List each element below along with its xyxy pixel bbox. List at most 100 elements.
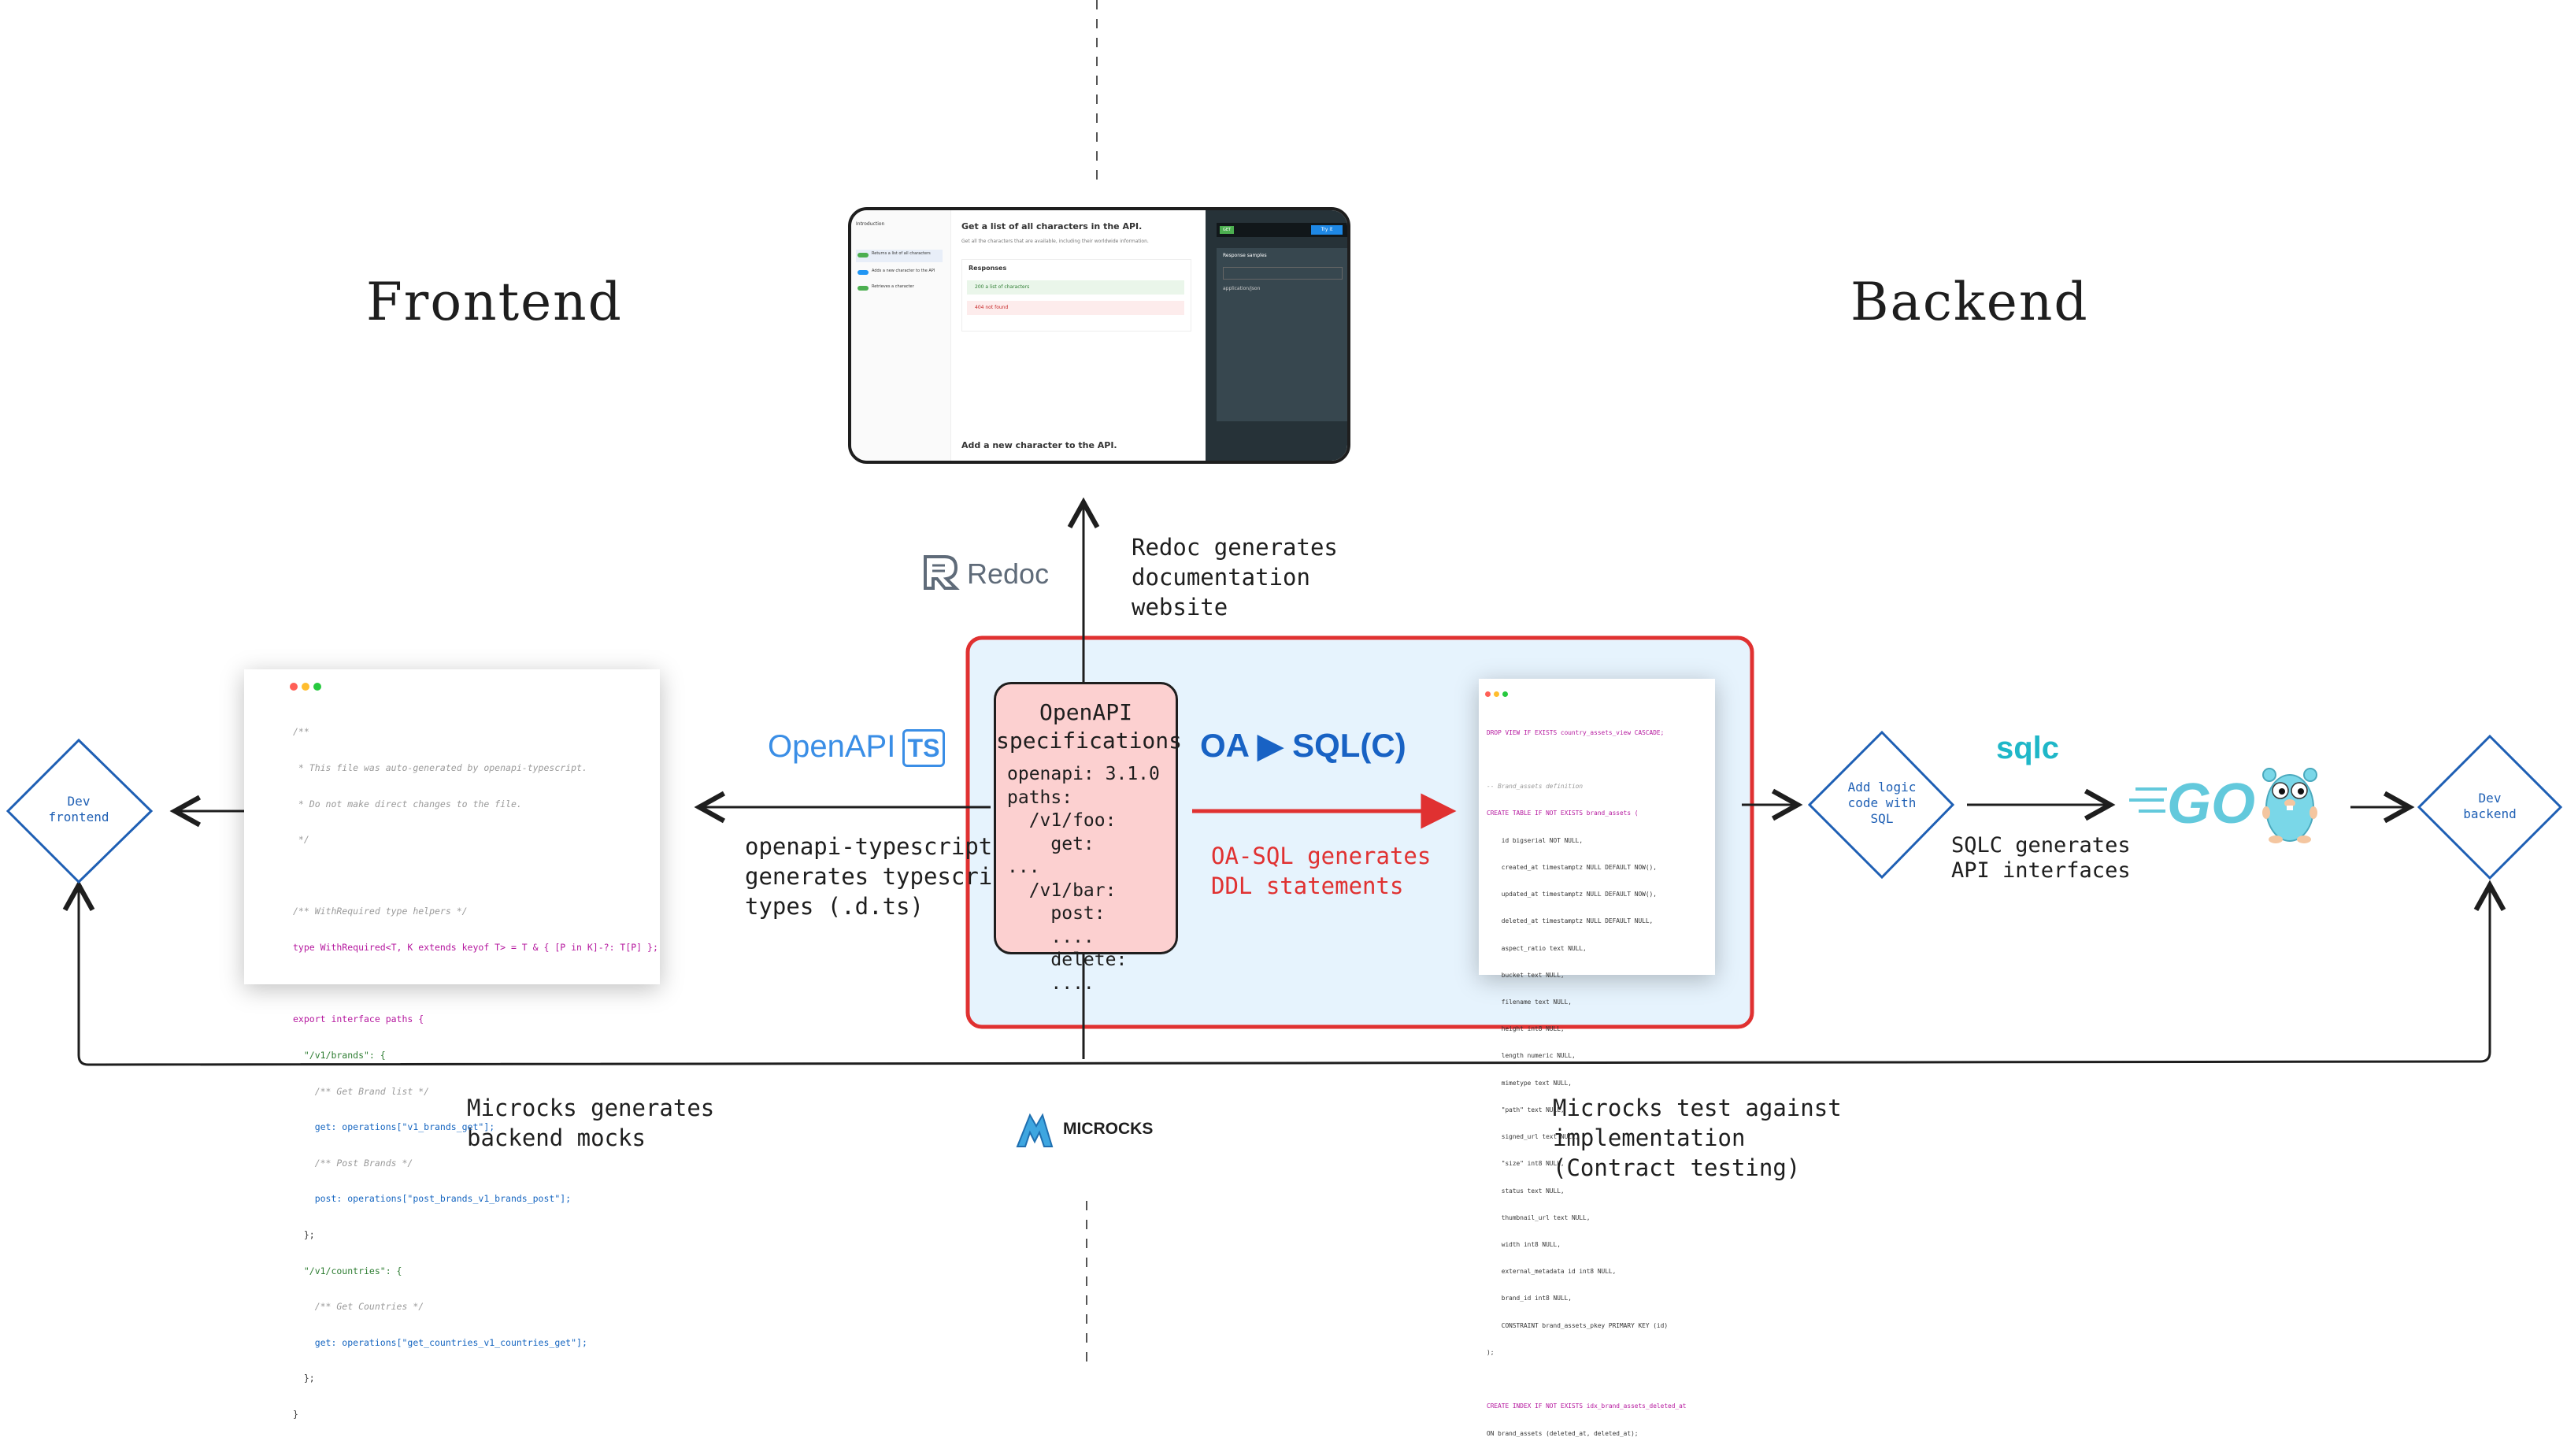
ts-line: }; [293,1228,315,1240]
ts-line: /** Get Countries */ [293,1301,424,1313]
sql-line: height int8 NULL, [1487,1025,1565,1033]
sql-line: width int8 NULL, [1487,1240,1561,1248]
microcks-logo-icon [1013,1110,1057,1151]
sql-line: "size" int8 NULL, [1487,1160,1565,1168]
ts-line [293,870,658,882]
go-speed-line-3 [2139,810,2165,813]
sql-line: CREATE TABLE IF NOT EXISTS brand_assets … [1487,810,1639,817]
sql-line: -- Brand_assets definition [1487,783,1584,791]
redoc-get-badge [858,253,869,257]
openapi-spec-card: OpenAPI specifications openapi: 3.1.0 pa… [994,682,1183,994]
sql-line [1487,755,1686,764]
sql-line: created_at timestamptz NULL DEFAULT NOW(… [1487,863,1657,871]
redoc-response-err: 404 not found [967,301,1184,315]
ts-line: type WithRequired<T, K extends keyof T> … [293,942,658,954]
ts-line: } [293,1408,298,1420]
ts-window-dots [290,679,325,694]
ts-line: get: operations["get_countries_v1_countr… [293,1336,587,1348]
caption-openapi-ts: openapi-typescript generates typescript … [745,833,1021,920]
redoc-samples-label: Response samples [1223,253,1267,258]
caption-oa-sql: OA-SQL generates DDL statements [1211,843,1432,899]
backend-title: Backend [1850,272,2089,332]
ts-code-card: /** * This file was auto-generated by op… [244,669,660,1420]
redoc-responses-label: Responses [969,265,1007,272]
sql-code-block: DROP VIEW IF EXISTS country_assets_view … [1487,710,1686,1456]
sql-line: CONSTRAINT brand_assets_pkey PRIMARY KEY… [1487,1321,1669,1329]
sql-line: mimetype text NULL, [1487,1079,1572,1087]
sql-line: id bigserial NOT NULL, [1487,836,1584,844]
frontend-title: Frontend [366,272,623,332]
redoc-sidebar-item-1: Returns a list of all characters [872,251,931,256]
redoc-right-panel: GET Try it Response samples application/… [1206,210,1347,461]
sql-line: thumbnail_url text NULL, [1487,1213,1591,1221]
oa-sql-logo: OA ▶ SQL(C) [1200,727,1406,764]
sql-line: aspect_ratio text NULL, [1487,944,1587,952]
caption-sqlc: SQLC generates API interfaces [1951,833,2131,883]
sqlc-logo: sqlc [1996,731,2060,765]
ts-line: "/v1/countries": { [293,1265,402,1276]
sql-line [1487,1375,1686,1384]
sql-line: status text NULL, [1487,1187,1565,1195]
redoc-footer-heading: Add a new character to the API. [961,440,1117,450]
redoc-responses-box: Responses 200 a list of characters 404 n… [961,259,1191,332]
sql-line: external_metadata id int8 NULL, [1487,1268,1617,1276]
redoc-json-sample [1223,335,1341,406]
logic-label: Add logic code with SQL [1847,780,1917,826]
sql-line: ON brand_assets (deleted_at, deleted_at)… [1487,1429,1639,1437]
openapi-ts-badge: TS [902,729,945,767]
caption-microcks-mocks: Microcks generates backend mocks [467,1095,715,1151]
ts-line: */ [293,834,309,846]
spec-title: OpenAPI specifications [996,699,1183,754]
go-speed-line-2 [2129,798,2164,802]
ts-line: post: operations["post_brands_v1_brands_… [293,1193,572,1205]
redoc-sidebar-item-0: Introduction [856,221,885,227]
go-logo: GO [2167,772,2256,835]
sql-window-dots [1485,685,1512,700]
ts-line: /** WithRequired type helpers */ [293,906,468,917]
spec-code: openapi: 3.1.0 paths: /v1/foo: get: ... … [1007,764,1160,994]
redoc-logo-text: Redoc [967,558,1050,590]
redoc-get-badge-2 [858,286,869,291]
ts-line: * Do not make direct changes to the file… [293,798,522,810]
sql-line: bucket text NULL, [1487,971,1565,979]
ts-line: /** Get Brand list */ [293,1085,430,1097]
sql-line: ); [1487,1348,1495,1356]
caption-microcks-test: Microcks test against implementation (Co… [1553,1095,1842,1181]
redoc-logo-icon [921,553,961,592]
sql-code-card: DROP VIEW IF EXISTS country_assets_view … [1479,679,1715,1437]
ts-line: "/v1/brands": { [293,1049,386,1061]
redoc-screenshot: Introduction Returns a list of all chara… [848,207,1350,464]
redoc-subheading: Get all the characters that are availabl… [961,239,1149,244]
redoc-tabs [1223,267,1343,280]
ts-line [293,978,658,990]
sql-line: deleted_at timestamptz NULL DEFAULT NULL… [1487,917,1654,925]
ts-line: /** Post Brands */ [293,1157,413,1169]
ts-line: get: operations["v1_brands_get"]; [293,1121,495,1133]
redoc-sidebar: Introduction Returns a list of all chara… [851,210,951,461]
redoc-samples-box: Response samples application/json [1217,248,1347,421]
sql-line: updated_at timestamptz NULL DEFAULT NOW(… [1487,891,1657,898]
ts-line: * This file was auto-generated by openap… [293,762,587,774]
diamond-dev-backend [2417,734,2563,880]
redoc-response-ok: 200 a list of characters [967,280,1184,295]
sql-line: DROP VIEW IF EXISTS country_assets_view … [1487,728,1665,736]
ts-code-block: /** * This file was auto-generated by op… [293,702,658,1445]
ts-line: }; [293,1373,315,1384]
microcks-logo-text: MICROCKS [1063,1120,1154,1138]
redoc-content-type: application/json [1223,286,1261,291]
diamond-dev-frontend [6,738,154,884]
sql-line: "path" text NULL, [1487,1106,1565,1113]
redoc-sidebar-active [856,250,943,262]
redoc-post-badge [858,270,869,275]
gopher-icon [2258,762,2321,844]
sql-line: brand_id int8 NULL, [1487,1295,1572,1302]
redoc-sidebar-item-2: Adds a new character to the API [872,269,935,273]
diamond-logic [1807,730,1955,880]
redoc-method-badge: GET [1220,226,1234,234]
sql-line: filename text NULL, [1487,998,1572,1006]
redoc-sidebar-item-3: Retrieves a character [872,284,914,289]
sql-line: signed_url text NULL, [1487,1133,1580,1141]
dev-frontend-label: Dev frontend [48,794,109,824]
caption-redoc: Redoc generates documentation website [1132,534,1338,621]
openapi-ts-logo-text: OpenAPI [768,729,896,764]
